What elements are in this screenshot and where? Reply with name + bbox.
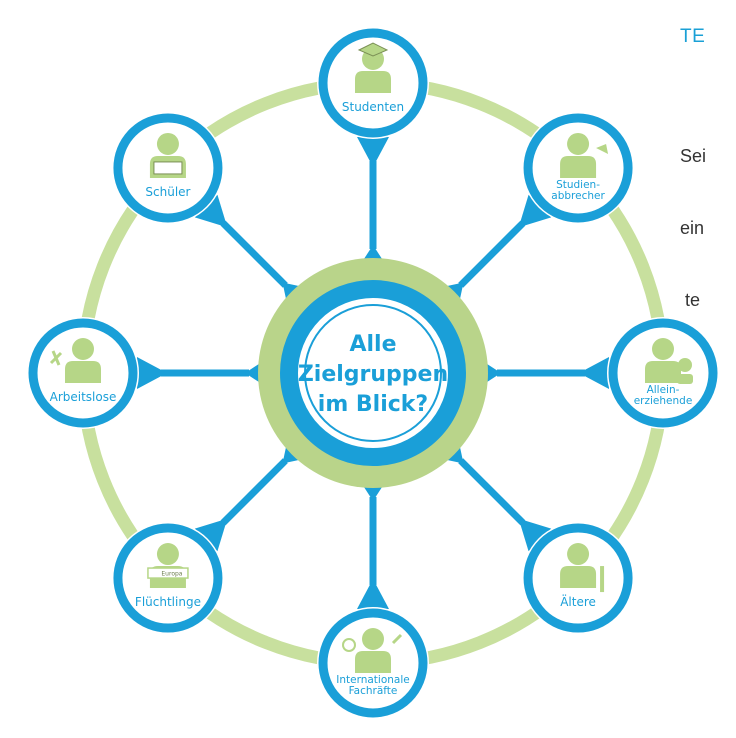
elder-with-cane-icon: [560, 543, 605, 593]
globe-worker-icon: [342, 628, 403, 673]
reading-person-icon: [149, 132, 186, 178]
target-group-nodes: StudentenStudien-abbrecherAllein-erziehe…: [27, 27, 719, 719]
spoke-line: [458, 458, 526, 526]
node-studenten: Studenten: [317, 27, 429, 139]
node-label: abbrecher: [551, 190, 605, 202]
node-schueler: Schüler: [111, 111, 224, 224]
hub-title-line: Alle: [349, 332, 396, 357]
node-label: Flüchtlinge: [135, 595, 201, 609]
hub-title-line: Zielgruppen: [298, 362, 448, 387]
parent-child-icon: [645, 338, 693, 384]
node-label: Arbeitslose: [50, 390, 117, 404]
node-studienabbrecher: Studien-abbrecher: [522, 111, 635, 224]
node-alleinerziehende: Allein-erziehende: [607, 317, 719, 429]
node-label: erziehende: [634, 395, 693, 407]
tools-person-icon: [49, 338, 101, 383]
side-heading: TE: [680, 26, 706, 47]
sign-text: Europa: [161, 571, 182, 578]
node-label: Fachräfte: [349, 685, 398, 697]
node-label: Internationale: [336, 674, 409, 686]
hub-blue-ring: [280, 280, 466, 466]
node-arbeitslose: Arbeitslose: [27, 317, 139, 429]
side-line: Sei: [680, 146, 707, 166]
node-label: Studenten: [342, 100, 404, 114]
dropout-icon: [560, 132, 609, 178]
node-aeltere: Ältere: [522, 522, 635, 635]
spoke-arrow-inward: [137, 357, 167, 389]
spoke-arrow-inward: [579, 357, 609, 389]
side-line: ein: [680, 218, 705, 238]
spoke-arrow-inward: [518, 194, 552, 228]
side-paragraph: Sei ein te: [680, 96, 706, 336]
side-line: te: [680, 290, 701, 310]
spoke-arrow-inward: [518, 518, 552, 552]
graduate-icon: [355, 42, 391, 93]
spoke-arrow-inward: [194, 194, 228, 228]
spoke-arrow-inward: [194, 518, 228, 552]
refugee-sign-icon: Europa: [147, 543, 189, 589]
node-label: Ältere: [560, 594, 596, 609]
spoke-arrow-inward: [357, 579, 389, 609]
node-label: Allein-: [647, 384, 680, 396]
node-label: Studien-: [556, 179, 600, 191]
spoke-arrow-inward: [357, 137, 389, 167]
node-label: Schüler: [145, 185, 190, 199]
spoke-line: [220, 458, 288, 526]
spoke-line: [458, 220, 526, 288]
hub-title-line: im Blick?: [318, 392, 428, 417]
spoke-line: [220, 220, 288, 288]
hub-inner-line: [304, 304, 442, 442]
